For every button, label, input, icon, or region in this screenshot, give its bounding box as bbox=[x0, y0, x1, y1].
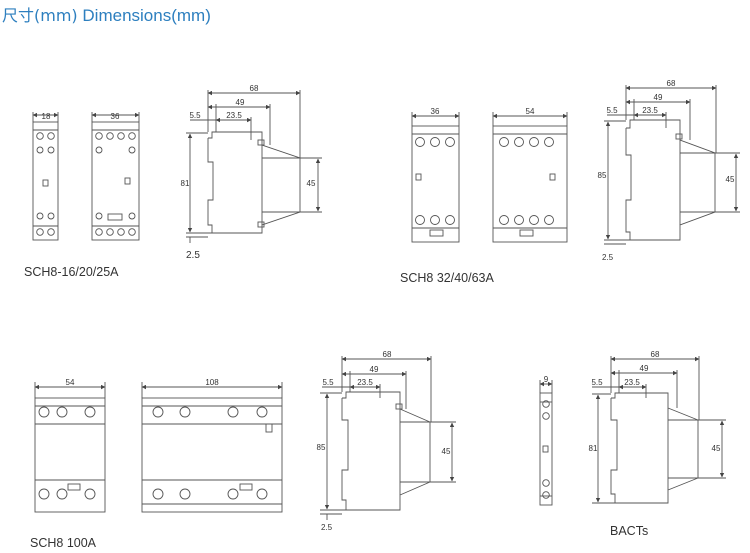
dim-label: 45 bbox=[307, 179, 316, 188]
front-view-108 bbox=[141, 397, 283, 513]
title-en: Dimensions(mm) bbox=[82, 6, 211, 25]
dim-label: 2.5 bbox=[321, 523, 333, 532]
dim-label: 18 bbox=[42, 112, 51, 121]
dim-label: 5.5 bbox=[591, 378, 603, 387]
title-cn: 尺寸(mm) bbox=[2, 6, 78, 25]
dim-label: 2.5 bbox=[186, 250, 200, 261]
dim-label: 108 bbox=[205, 378, 219, 387]
dim-label: 5.5 bbox=[189, 111, 201, 120]
page-title: 尺寸(mm) Dimensions(mm) bbox=[2, 2, 211, 26]
dim-label: 9 bbox=[544, 375, 549, 384]
dim-label: 68 bbox=[651, 350, 660, 359]
front-view-36b bbox=[411, 125, 460, 243]
side-view-2 bbox=[625, 119, 716, 241]
dim-label: 36 bbox=[111, 112, 120, 121]
front-view-9 bbox=[539, 392, 553, 506]
side-view-3 bbox=[341, 391, 431, 511]
dim-label: 49 bbox=[370, 365, 379, 374]
front-view-18 bbox=[32, 121, 59, 241]
model-label-2: SCH8 32/40/63A bbox=[400, 271, 494, 285]
front-view-54 bbox=[492, 125, 568, 243]
dim-label: 49 bbox=[640, 364, 649, 373]
dim-label: 81 bbox=[589, 444, 598, 453]
dim-label: 5.5 bbox=[606, 106, 618, 115]
dim-label: 23.5 bbox=[357, 378, 373, 387]
front-view-54b bbox=[34, 397, 106, 513]
dim-label: 54 bbox=[66, 378, 75, 387]
dim-label: 23.5 bbox=[226, 111, 242, 120]
dim-label: 23.5 bbox=[642, 106, 658, 115]
dim-label: 81 bbox=[181, 179, 190, 188]
dim-label: 54 bbox=[526, 107, 535, 116]
dim-label: 23.5 bbox=[624, 378, 640, 387]
side-view-4 bbox=[610, 392, 699, 504]
dim-label: 68 bbox=[250, 84, 259, 93]
dim-label: 49 bbox=[654, 93, 663, 102]
dim-label: 45 bbox=[712, 444, 721, 453]
dim-label: 49 bbox=[236, 98, 245, 107]
side-view-1 bbox=[207, 131, 301, 234]
front-view-36 bbox=[91, 121, 140, 241]
dim-label: 45 bbox=[726, 175, 735, 184]
dim-label: 85 bbox=[598, 171, 607, 180]
dim-label: 68 bbox=[667, 79, 676, 88]
model-label-3: SCH8 100A bbox=[30, 536, 97, 550]
dim-label: 5.5 bbox=[322, 378, 334, 387]
model-label-4: BACTs bbox=[610, 524, 649, 538]
model-label-1: SCH8-16/20/25A bbox=[24, 265, 119, 279]
dim-label: 68 bbox=[383, 350, 392, 359]
dim-label: 2.5 bbox=[602, 253, 614, 262]
dim-label: 36 bbox=[431, 107, 440, 116]
dim-label: 45 bbox=[442, 447, 451, 456]
dim-label: 85 bbox=[317, 443, 326, 452]
